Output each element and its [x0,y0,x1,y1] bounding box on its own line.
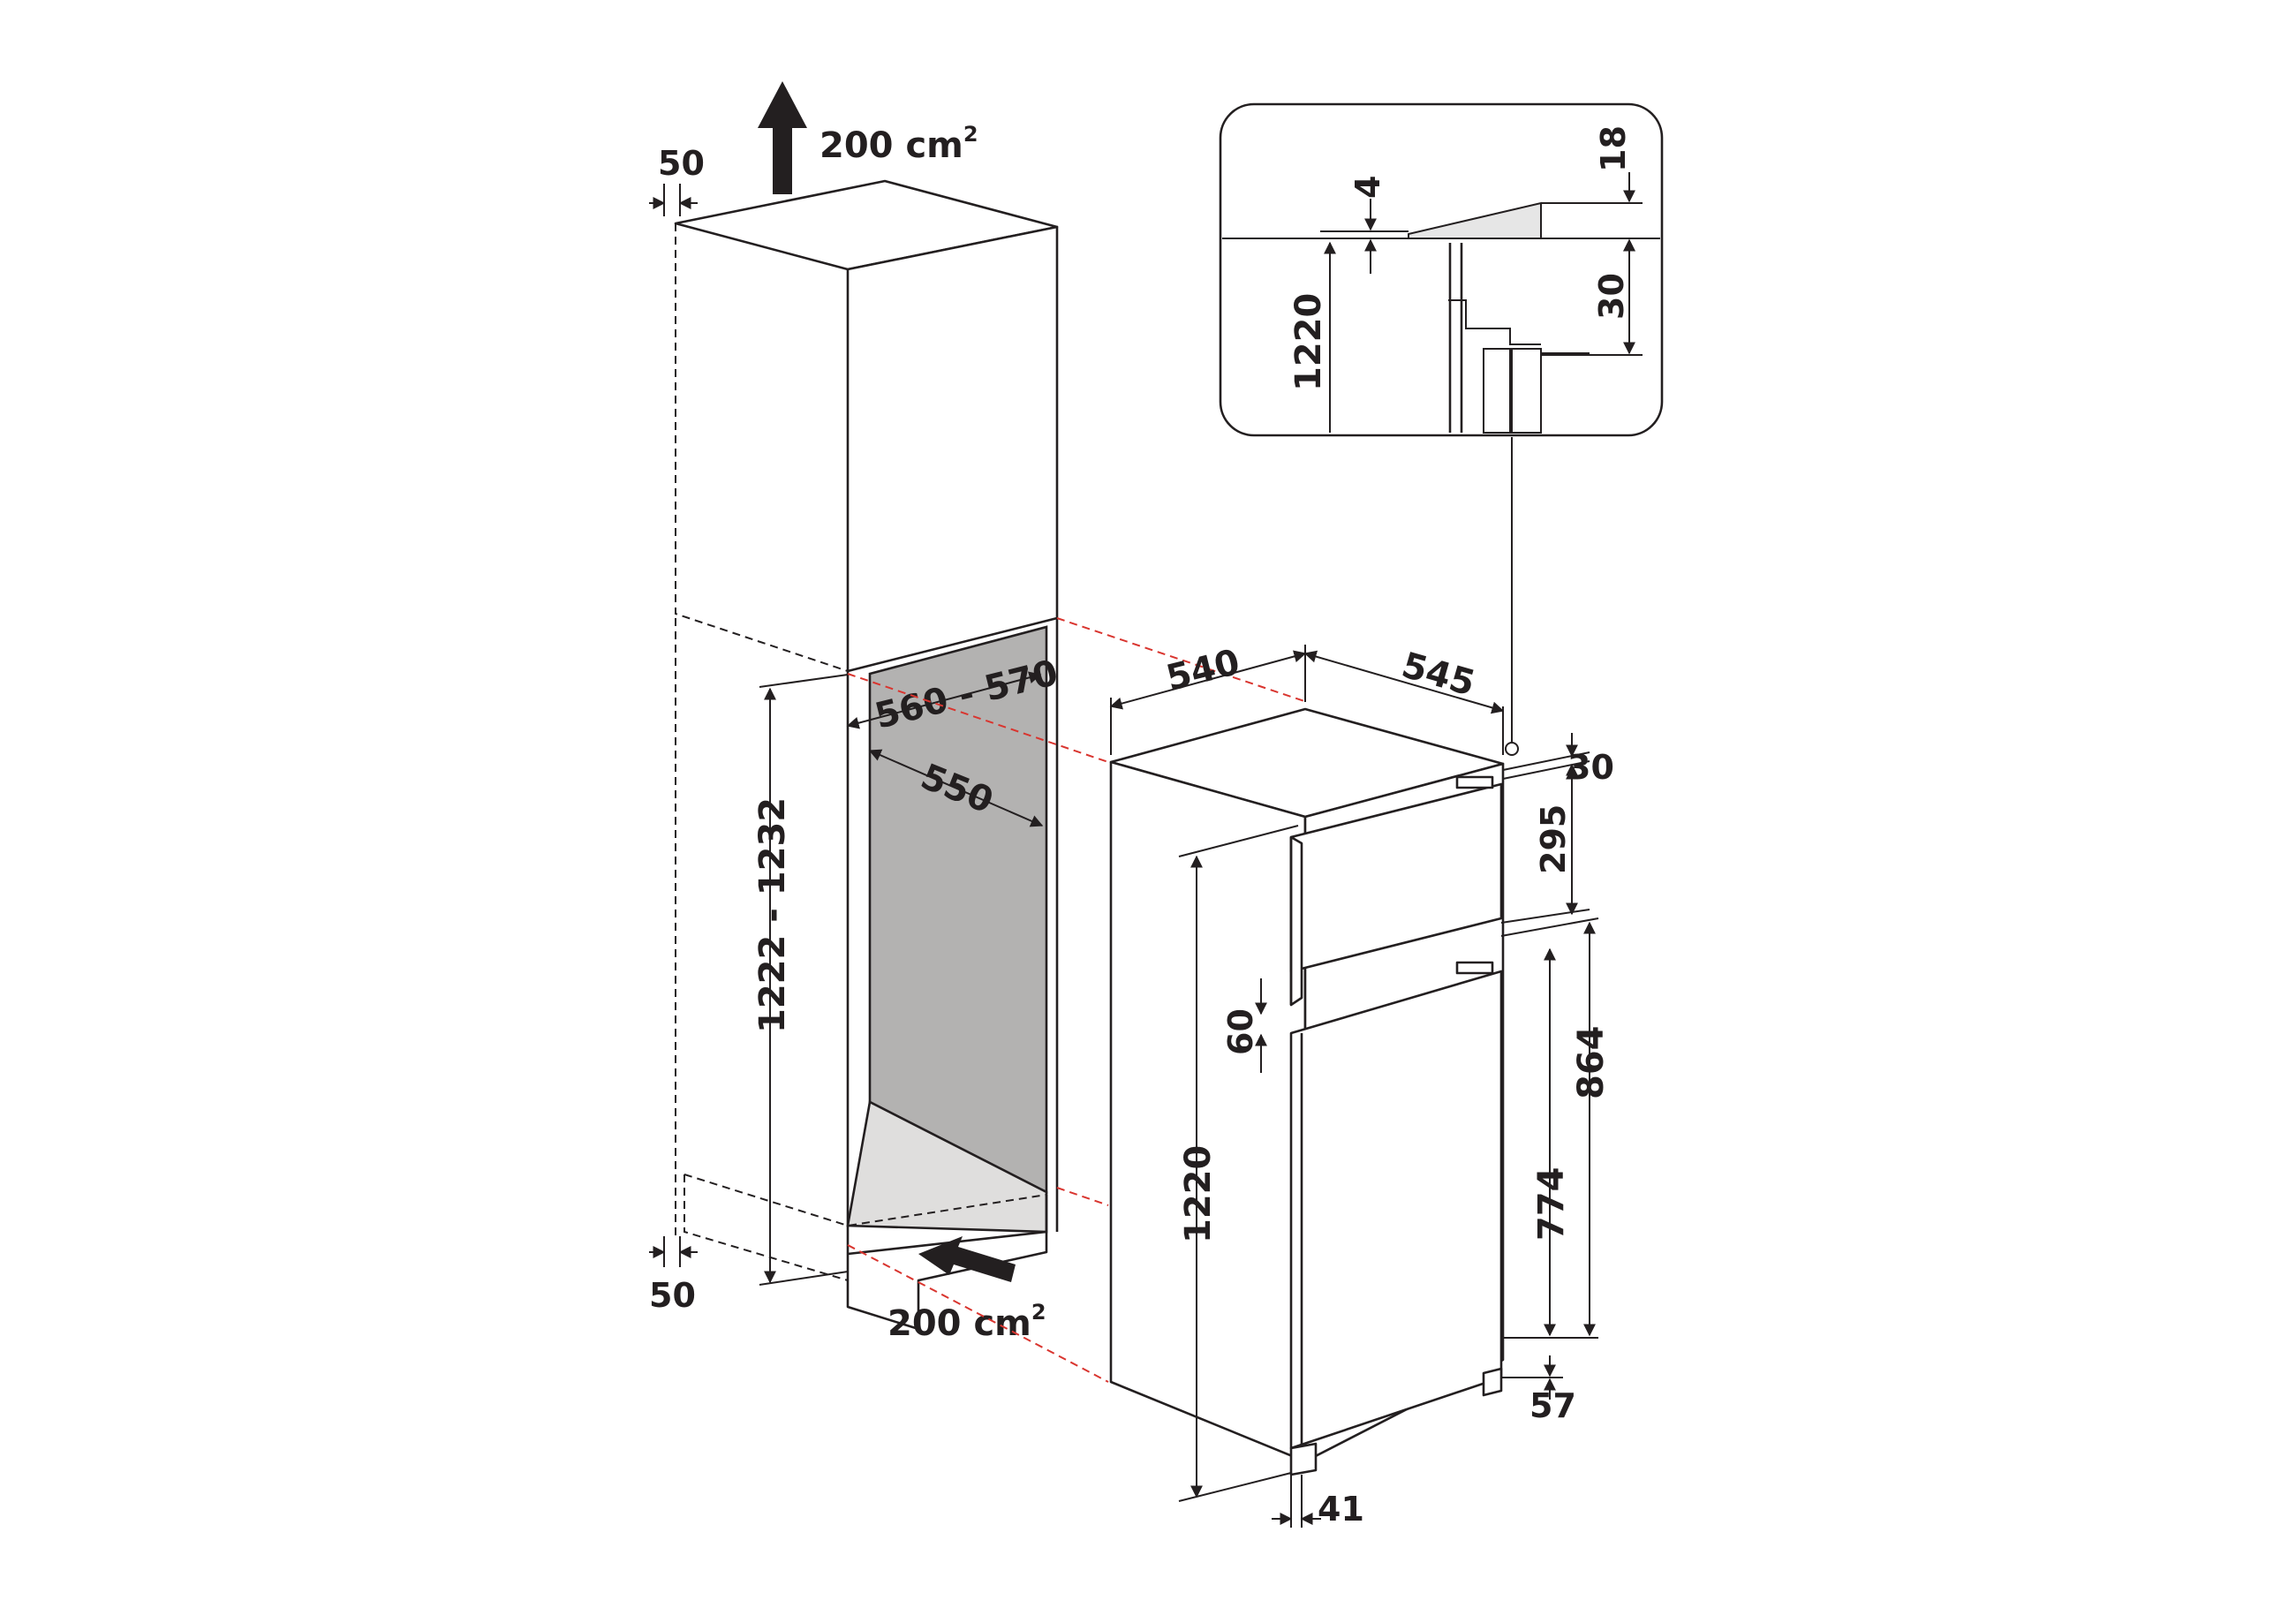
gap-top-dim [649,184,698,216]
appliance-width-label: 540 [1162,642,1243,699]
gap-bottom-dim [649,1236,698,1267]
total-height-label: 1220 [1178,1145,1219,1243]
door-thickness-dim [1272,1475,1321,1528]
niche-depth-dim [868,749,1044,827]
niche-height-label: 1222 - 1232 [752,797,793,1033]
total-height-dim [1178,825,1299,1502]
lower-offset-label: 774 [1531,1167,1572,1242]
vent-bottom-label: 200 cm2 [887,1300,1046,1344]
foot-back [1482,1367,1503,1397]
detail-bracket [1448,299,1541,345]
foot-dim [1501,1355,1563,1400]
upper-offset-label: 864 [1571,1026,1612,1100]
top-gap-label: 30 [1567,748,1614,787]
gap-bottom-label: 50 [649,1276,696,1315]
detail-gap-bottom-dim [1541,238,1643,356]
niche-floor [846,1100,1048,1234]
detail-gap-small-dim [1320,199,1409,274]
plinth-hidden-edge [684,1174,1047,1227]
hinge-top [1455,775,1494,789]
appliance [1109,707,1505,1476]
cabinet-hidden-edge [675,223,849,672]
freezer-door-edge [1289,835,1303,1007]
plinth [846,1195,1048,1331]
niche-width-dim [846,671,1042,729]
fridge-door [1289,970,1503,1450]
cabinet-niche [674,179,1059,1331]
appliance-side [1109,760,1307,1463]
door-thickness-label: 41 [1318,1490,1364,1529]
niche-height-dim [759,674,849,1286]
upper-offset-dim [1500,917,1599,1339]
door-gap-label: 60 [1221,1008,1260,1055]
detail-gap-top-label: 18 [1594,125,1633,172]
foot-front [1289,1442,1318,1476]
vent-top-arrow [758,81,807,194]
detail-callout-connector [1505,437,1519,756]
gap-top-label: 50 [658,144,705,183]
detail-gap-bottom-label: 30 [1592,273,1631,320]
appliance-depth-label: 545 [1397,645,1479,704]
appliance-depth-dim [1303,650,1505,755]
vent-bottom-arrow [918,1236,1016,1282]
freezer-door-label: 295 [1534,804,1573,874]
detail-gap-small-label: 4 [1348,176,1387,199]
cabinet-front-face [846,225,1059,673]
freezer-door-dim [1500,766,1590,924]
detail-panel [1408,201,1542,239]
plinth-hidden-edge-2 [684,1174,849,1281]
vent-top-label: 200 cm2 [819,122,978,166]
hinge-middle [1455,961,1494,975]
foot-label: 57 [1529,1386,1576,1425]
detail-height-label: 1220 [1288,293,1329,391]
